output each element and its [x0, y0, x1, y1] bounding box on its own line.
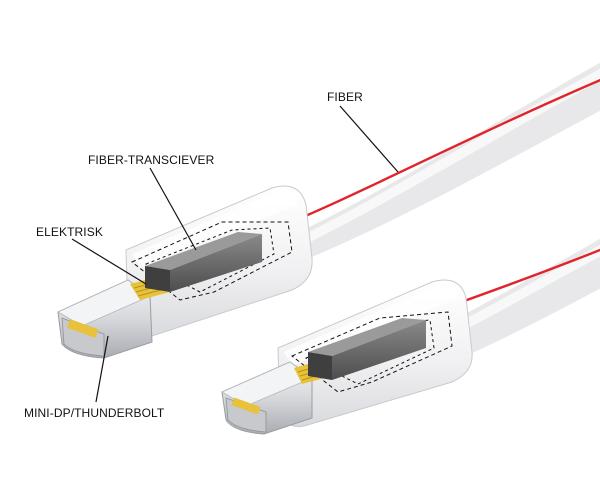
connector-1: [57, 185, 313, 359]
connector-2-dashed-inner: [304, 319, 435, 385]
leader-fiber: [339, 105, 399, 173]
connector-2-transceiver-chip: [308, 318, 426, 380]
leader-connector: [95, 335, 109, 403]
label-fiber: FIBER: [327, 90, 363, 104]
leader-transceiver: [149, 167, 197, 251]
label-electrical: ELEKTRISK: [36, 225, 103, 239]
connector-2-dashed-boundary: [291, 311, 453, 393]
connector-1-transceiver-chip: [145, 232, 262, 292]
connector-2-plug-contacts: [231, 397, 261, 415]
cable-2-highlight: [452, 244, 600, 334]
connector-1-dashed-boundary: [131, 221, 293, 301]
label-fiber-transceiver: FIBER-TRANSCIEVER: [88, 153, 215, 167]
leader-lines: [71, 105, 399, 403]
connector-2: [221, 279, 473, 435]
connector-1-plug-contacts: [67, 319, 99, 338]
connector-1-body-top-shine: [132, 192, 298, 268]
label-mini-dp-thunderbolt: MINI-DP/THUNDERBOLT: [24, 406, 165, 420]
leader-electrical: [71, 238, 147, 285]
